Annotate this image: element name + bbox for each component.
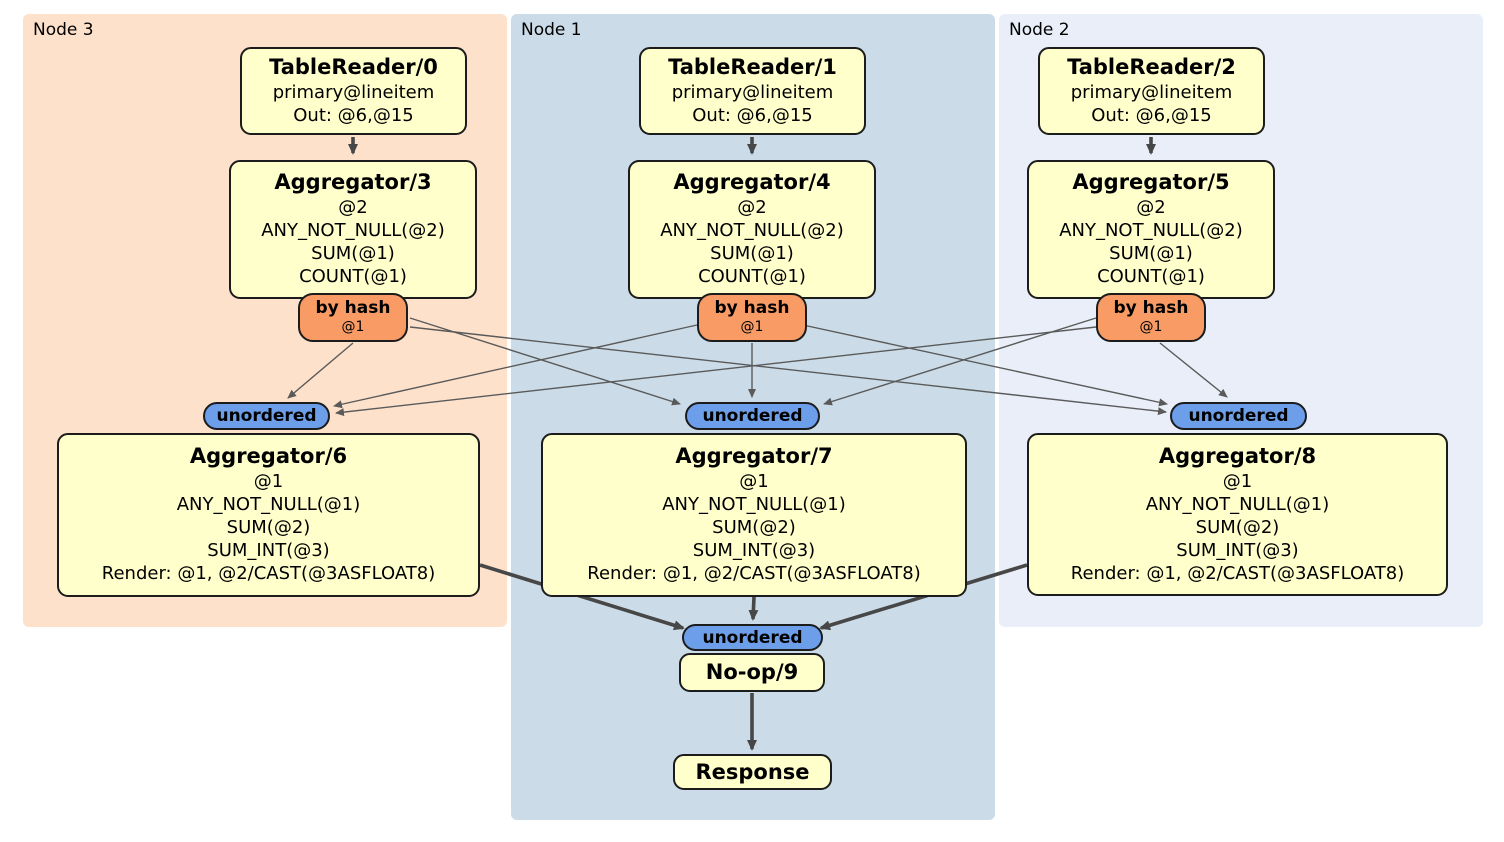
processor-detail: ANY_NOT_NULL(@1) (176, 494, 361, 515)
processor-title: Aggregator/6 (189, 444, 348, 468)
processor-detail: SUM_INT(@3) (1176, 540, 1299, 561)
processor-detail: ANY_NOT_NULL(@1) (662, 494, 846, 515)
router-columns: @1 (740, 319, 764, 335)
processor-detail: Render: @1, @2/CAST(@3ASFLOAT8) (1070, 563, 1405, 584)
processor-detail: ANY_NOT_NULL(@2) (660, 220, 844, 241)
router-title: by hash (1113, 298, 1189, 318)
processor-aggregator-8: Aggregator/8 @1 ANY_NOT_NULL(@1) SUM(@2)… (1027, 433, 1448, 596)
processor-title: TableReader/2 (1067, 55, 1236, 79)
processor-detail: @1 (1222, 471, 1253, 492)
router-columns: @1 (1139, 319, 1163, 335)
synchronizer-unordered-node3: unordered (203, 402, 330, 430)
processor-detail: @1 (739, 471, 769, 492)
region-node1-label: Node 1 (521, 20, 582, 40)
router-columns: @1 (341, 319, 365, 335)
processor-title: Response (695, 759, 810, 784)
region-node2-label: Node 2 (1009, 20, 1070, 40)
processor-detail: SUM_INT(@3) (207, 540, 330, 561)
processor-tablereader-1: TableReader/1 primary@lineitem Out: @6,@… (639, 47, 866, 135)
processor-title: Aggregator/7 (675, 444, 833, 468)
processor-aggregator-3: Aggregator/3 @2 ANY_NOT_NULL(@2) SUM(@1)… (229, 160, 477, 299)
processor-detail: COUNT(@1) (1097, 266, 1205, 287)
processor-detail: ANY_NOT_NULL(@1) (1145, 494, 1330, 515)
processor-detail: ANY_NOT_NULL(@2) (1059, 220, 1243, 241)
processor-title: No-op/9 (705, 660, 799, 684)
router-by-hash-node3: by hash @1 (298, 293, 408, 342)
processor-detail: Render: @1, @2/CAST(@3ASFLOAT8) (587, 563, 921, 584)
processor-detail: Out: @6,@15 (692, 105, 813, 126)
processor-title: Aggregator/4 (673, 170, 831, 194)
synchronizer-unordered-final: unordered (682, 624, 823, 651)
processor-aggregator-7: Aggregator/7 @1 ANY_NOT_NULL(@1) SUM(@2)… (541, 433, 967, 597)
processor-detail: SUM(@1) (1109, 243, 1193, 264)
router-title: by hash (315, 298, 391, 318)
processor-detail: primary@lineitem (1070, 82, 1233, 103)
processor-title: TableReader/0 (269, 55, 438, 79)
processor-title: Aggregator/8 (1158, 444, 1317, 468)
processor-aggregator-4: Aggregator/4 @2 ANY_NOT_NULL(@2) SUM(@1)… (628, 160, 876, 299)
router-by-hash-node2: by hash @1 (1096, 293, 1206, 342)
processor-aggregator-5: Aggregator/5 @2 ANY_NOT_NULL(@2) SUM(@1)… (1027, 160, 1275, 299)
processor-detail: primary@lineitem (272, 82, 435, 103)
processor-detail: SUM(@1) (311, 243, 395, 264)
router-title: by hash (714, 298, 790, 318)
response-node: Response (673, 754, 832, 790)
processor-detail: SUM_INT(@3) (692, 540, 816, 561)
processor-detail: @2 (338, 197, 368, 218)
processor-title: Aggregator/5 (1072, 170, 1230, 194)
processor-detail: Out: @6,@15 (1091, 105, 1212, 126)
synchronizer-unordered-node2: unordered (1170, 402, 1307, 430)
processor-detail: Out: @6,@15 (293, 105, 414, 126)
processor-tablereader-0: TableReader/0 primary@lineitem Out: @6,@… (240, 47, 467, 135)
processor-detail: SUM(@2) (712, 517, 796, 538)
processor-detail: @2 (1136, 197, 1166, 218)
processor-tablereader-2: TableReader/2 primary@lineitem Out: @6,@… (1038, 47, 1265, 135)
processor-detail: SUM(@2) (226, 517, 311, 538)
processor-detail: COUNT(@1) (299, 266, 407, 287)
processor-title: Aggregator/3 (274, 170, 432, 194)
processor-detail: primary@lineitem (671, 82, 834, 103)
processor-detail: @1 (253, 471, 284, 492)
processor-detail: COUNT(@1) (698, 266, 806, 287)
processor-detail: SUM(@2) (1195, 517, 1280, 538)
processor-detail: SUM(@1) (710, 243, 794, 264)
processor-detail: @2 (737, 197, 767, 218)
processor-detail: ANY_NOT_NULL(@2) (261, 220, 445, 241)
processor-aggregator-6: Aggregator/6 @1 ANY_NOT_NULL(@1) SUM(@2)… (57, 433, 480, 597)
router-by-hash-node1: by hash @1 (697, 293, 807, 342)
processor-noop-9: No-op/9 (679, 653, 825, 692)
region-node3-label: Node 3 (33, 20, 94, 40)
processor-title: TableReader/1 (668, 55, 837, 79)
synchronizer-unordered-node1: unordered (685, 402, 820, 430)
processor-detail: Render: @1, @2/CAST(@3ASFLOAT8) (101, 563, 436, 584)
